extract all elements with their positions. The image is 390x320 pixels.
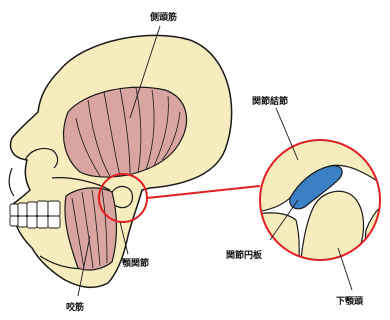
zoom-inset <box>255 140 390 270</box>
label-tmj: 顎関節 <box>122 257 149 269</box>
nasal-bone <box>9 168 14 196</box>
label-condyle: 下顎頭 <box>336 296 364 307</box>
label-temporalis: 側頭筋 <box>149 11 177 23</box>
label-articular-disc: 関節円板 <box>226 249 263 261</box>
label-masseter: 咬筋 <box>66 301 84 313</box>
zoom-connector-line <box>147 186 260 198</box>
teeth <box>10 201 60 228</box>
label-joint-ligament: 関節結節 <box>252 95 288 107</box>
